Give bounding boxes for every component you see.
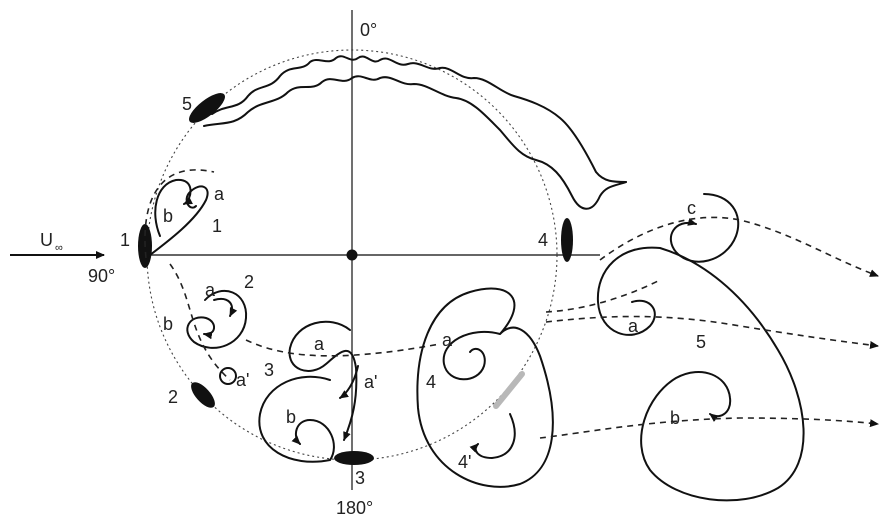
vortex-1-a-label: a bbox=[214, 184, 225, 204]
freestream-label: U bbox=[40, 230, 53, 250]
blade-4 bbox=[561, 218, 573, 262]
vortex-1-number: 1 bbox=[212, 216, 222, 236]
vortex-5-a-label: a bbox=[628, 316, 639, 336]
vortex-2-trail bbox=[169, 263, 231, 381]
freestream-subscript: ∞ bbox=[55, 242, 63, 254]
vortex-4-a-label: a bbox=[442, 330, 453, 350]
vortex-3-trail bbox=[245, 339, 441, 357]
wake-trajectory-bottom bbox=[539, 417, 879, 439]
vortex-1 bbox=[145, 178, 209, 259]
upper-wake-boundary bbox=[211, 55, 627, 183]
vortex-2-b-label: b bbox=[163, 314, 173, 334]
vortex-3b bbox=[258, 375, 335, 463]
vortex-4-trail bbox=[545, 279, 661, 313]
blade-2 bbox=[191, 382, 215, 408]
vortex-3-b-label: b bbox=[286, 407, 296, 427]
vortex-5c bbox=[669, 193, 740, 263]
vortex-3-aprime-label: a' bbox=[364, 372, 377, 392]
vortex-3-number: 3 bbox=[264, 360, 274, 380]
upper-wake-inner bbox=[203, 75, 627, 210]
vortex-2-number: 2 bbox=[244, 272, 254, 292]
vortex-2-a-label: a bbox=[205, 280, 216, 300]
wake-trajectory-top bbox=[599, 216, 879, 277]
vortex-3-a-label: a bbox=[314, 334, 325, 354]
rotor-center bbox=[346, 249, 358, 261]
vortex-4-highlight bbox=[493, 371, 525, 409]
vortex-5-b-label: b bbox=[670, 408, 680, 428]
vortex-5 bbox=[596, 246, 805, 502]
vortex-1-trail bbox=[144, 169, 215, 259]
angle-label-top: 0° bbox=[360, 20, 377, 40]
blade-3 bbox=[334, 451, 374, 465]
vortex-4-prime-label: 4' bbox=[458, 452, 471, 472]
vortex-4-number: 4 bbox=[426, 372, 436, 392]
vortex-2-small bbox=[219, 367, 237, 385]
vortex-2 bbox=[186, 289, 248, 349]
vortex-3a bbox=[288, 320, 358, 441]
vortex-4 bbox=[416, 287, 554, 488]
blade-4-label: 4 bbox=[538, 230, 548, 250]
blade-1-label: 1 bbox=[120, 230, 130, 250]
wake-trajectory-middle bbox=[545, 315, 879, 349]
blade-5-label: 5 bbox=[182, 94, 192, 114]
vortex-1-b-label: b bbox=[163, 206, 173, 226]
vortex-5-c-label: c bbox=[687, 198, 696, 218]
vortex-5-number: 5 bbox=[696, 332, 706, 352]
vortex-3-aprime bbox=[339, 365, 359, 399]
blade-3-label: 3 bbox=[355, 468, 365, 488]
angle-label-left: 90° bbox=[88, 266, 115, 286]
blade-5 bbox=[188, 93, 226, 123]
angle-label-bottom: 180° bbox=[336, 498, 373, 518]
vortex-2-aprime-label: a' bbox=[236, 370, 249, 390]
blade-2-label: 2 bbox=[168, 387, 178, 407]
vortex-2-inner bbox=[213, 298, 238, 317]
